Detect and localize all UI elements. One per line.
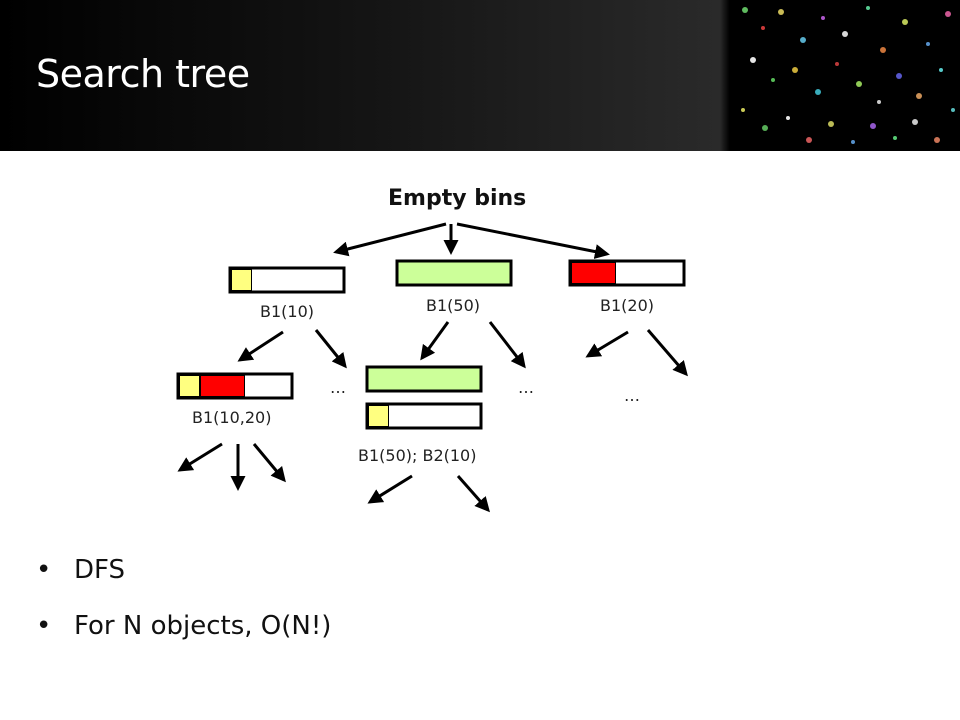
arrow-b1-10-20-right bbox=[252, 443, 286, 483]
node-label-b1-10: B1(10) bbox=[260, 302, 314, 321]
arrow-b1-50-b2-10-right bbox=[456, 475, 490, 513]
bin-b1-10-20 bbox=[176, 372, 294, 400]
ellipsis-b1-20: … bbox=[624, 386, 640, 405]
node-label-b1-20: B1(20) bbox=[600, 296, 654, 315]
arrow-b1-50-b2-10-left bbox=[367, 474, 413, 504]
ellipsis-b1-50: … bbox=[518, 378, 534, 397]
arrow-b1-20-left bbox=[585, 330, 629, 358]
bin-b1-20 bbox=[568, 259, 686, 287]
node-label-b1-50: B1(50) bbox=[426, 296, 480, 315]
arrow-b1-50-right bbox=[488, 321, 526, 369]
starfield-image bbox=[733, 0, 960, 151]
node-label-b1-10-20: B1(10,20) bbox=[192, 408, 272, 427]
bullet-text: For N objects, O(N!) bbox=[74, 611, 332, 641]
arrow-b1-10-20-left bbox=[177, 442, 223, 472]
slide-title: Search tree bbox=[36, 52, 250, 96]
arrow-b1-10-right bbox=[314, 329, 347, 369]
bullet-dot-icon: • bbox=[36, 611, 52, 641]
bin-b1-50 bbox=[395, 259, 513, 287]
title-bar: Search tree bbox=[0, 0, 960, 151]
arrow-root-right bbox=[456, 222, 610, 260]
arrow-b1-50-left bbox=[420, 321, 450, 361]
bullet-text: DFS bbox=[74, 555, 126, 585]
bin-b1-10 bbox=[228, 266, 346, 294]
root-label: Empty bins bbox=[388, 186, 527, 211]
bullet-list: • DFS • For N objects, O(N!) bbox=[36, 555, 331, 667]
arrow-b1-20-right bbox=[646, 329, 688, 377]
bullet-item: • DFS bbox=[36, 555, 331, 611]
bullet-item: • For N objects, O(N!) bbox=[36, 611, 331, 667]
bullet-dot-icon: • bbox=[36, 555, 52, 585]
arrow-root-left bbox=[333, 222, 447, 257]
arrow-b1-10-left bbox=[237, 330, 284, 362]
node-label-b1-50-b2-10: B1(50); B2(10) bbox=[358, 446, 477, 465]
ellipsis-b1-10: … bbox=[330, 378, 346, 397]
bin-b1-50-b2-10 bbox=[365, 365, 483, 430]
